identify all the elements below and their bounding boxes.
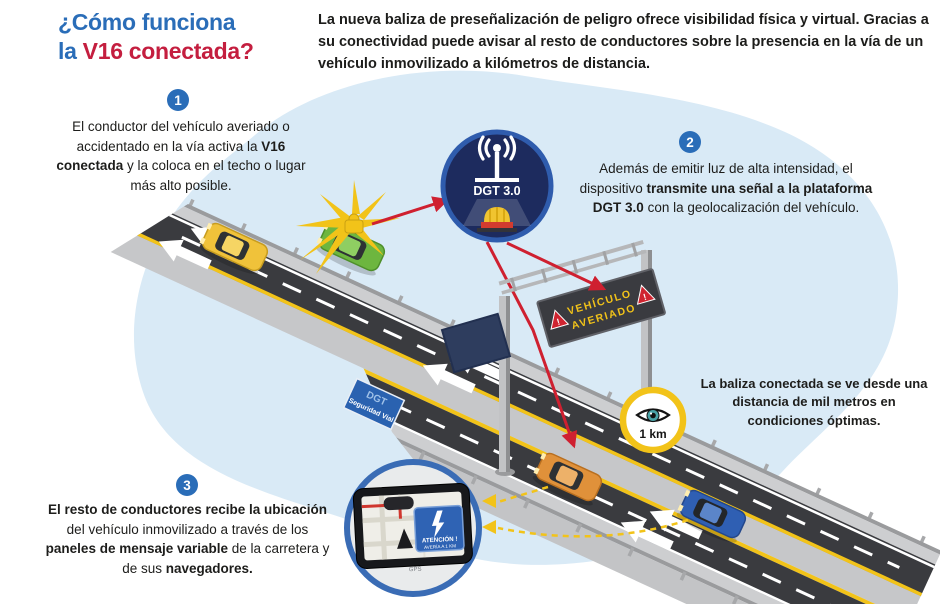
title-line2-prefix: la	[58, 38, 83, 65]
svg-text:!: !	[556, 317, 562, 327]
gantry-beam	[498, 240, 647, 295]
gps-arrow-icon	[397, 528, 414, 549]
gantry-left-pole	[499, 296, 506, 472]
road-wall-logo: DGT Seguridad Vial	[342, 377, 406, 431]
shoulder-top	[172, 206, 940, 565]
alert-popup: ATENCIÓN ! AVERÍA A 1 KM	[413, 504, 465, 553]
link-arrowhead	[482, 520, 496, 534]
orange-car	[532, 452, 603, 506]
blue-car	[676, 489, 747, 543]
radio-antenna-icon	[477, 135, 517, 161]
guardrail-bottom	[358, 295, 890, 604]
guardrail-top	[183, 204, 940, 555]
edge-line-b	[358, 295, 895, 604]
carriageway-a	[137, 213, 936, 597]
svg-text:!: !	[642, 292, 648, 302]
alert-line1: ATENCIÓN !	[422, 535, 458, 545]
step-3-badge: 3	[176, 474, 198, 496]
signal-arrow-dgt-to-car	[485, 241, 578, 449]
shoulder-bottom	[358, 295, 894, 604]
dgt-platform-badge: DGT 3.0	[440, 129, 554, 243]
alert-line2: AVERÍA A 1 KM	[424, 542, 457, 550]
visibility-note: La baliza conectada se ve desde una dist…	[700, 376, 928, 428]
device-label: GPS	[409, 567, 422, 574]
link-arrowhead	[482, 494, 496, 508]
v16-beacon-flash	[296, 180, 400, 274]
gantry-right-pole	[641, 250, 648, 416]
signal-arrow-dgt-to-sign	[506, 241, 607, 291]
map-bubble	[383, 496, 414, 511]
signal-arrow-beacon-to-dgt	[371, 196, 450, 226]
title-highlight: V16 conectada?	[82, 38, 254, 65]
visibility-badge: 1 km	[619, 386, 687, 454]
distance-label: 1 km	[639, 427, 666, 441]
step-2-text: Además de emitir luz de alta intensidad,…	[579, 161, 873, 216]
step-1-badge: 1	[167, 89, 189, 111]
carriageway-b	[358, 295, 909, 604]
page-title: ¿Cómo funciona la V16 conectada?	[58, 8, 324, 67]
navigator-badge: ATENCIÓN ! AVERÍA A 1 KM GPS	[344, 459, 482, 597]
link-orange-car	[497, 485, 549, 504]
yellow-car	[199, 222, 269, 275]
lightning-icon	[431, 510, 445, 538]
step-3-text: El resto de conductores recibe la ubicac…	[45, 502, 330, 576]
vms-back-panel	[440, 312, 512, 374]
title-line1: ¿Cómo funciona	[58, 9, 236, 35]
warning-triangle-icon: !	[636, 284, 656, 305]
background-blob	[133, 70, 899, 565]
lane-divider-b	[358, 295, 903, 604]
edge-line-a	[168, 214, 935, 569]
warning-triangle-icon: !	[550, 309, 570, 330]
step-1-text: El conductor del vehículo averiado o acc…	[56, 119, 306, 193]
step-2-badge: 2	[679, 131, 701, 153]
gps-device-icon: ATENCIÓN ! AVERÍA A 1 KM GPS	[352, 483, 473, 574]
navigator-links	[482, 485, 689, 538]
dgt-platform-label: DGT 3.0	[473, 184, 520, 198]
eye-icon	[635, 408, 671, 423]
link-blue-car	[497, 518, 689, 538]
intro-paragraph: La nueva baliza de preseñalización de pe…	[318, 12, 929, 72]
beacon-icon	[477, 207, 517, 232]
